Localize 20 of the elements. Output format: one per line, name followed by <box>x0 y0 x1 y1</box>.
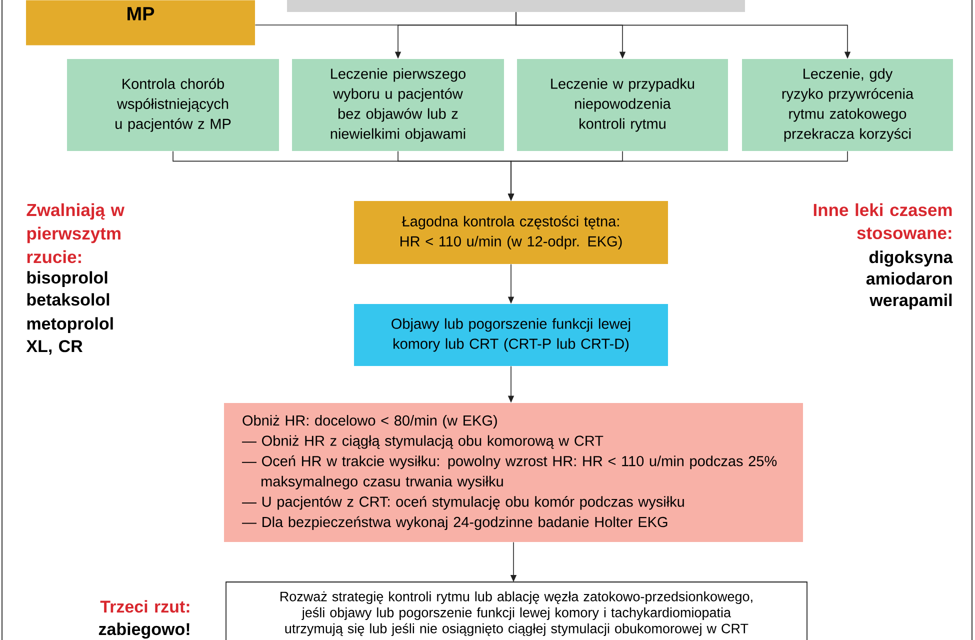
category-box: Leczenie, gdy ryzyko przywrócenia rytmu zatokowego przekracza korzyści <box>742 59 953 151</box>
drug-name: bisoprolol <box>27 271 108 288</box>
process-box: Objawy lub pogorszenie funkcji lewej komory lub CRT (CRT-P lub CRT-D) <box>354 304 668 366</box>
drug-name: metoprolol XL, CR <box>26 317 113 355</box>
note-box: Obniż HR: docelowo < 80/min (w EKG) — Obniż HR z ciągłą stymulacją obu komorową w CRT — Oceń HR w trakcie wysiłku: powolny wzrost HR: HR < 110 u/min podczas 25% maksymalnego czasu trwania wysiłku — U pacjentów z CRT: oceń stymulację obu komór podczas wysiłku — Dla bezpieczeństwa wykonaj 24-godzinne badanie Holter EKG <box>224 403 803 542</box>
process-box: Rozważ strategię kontroli rytmu lub ablację węzła zatokowo-przedsionkowego, jeśli objawy lub pogorszenie funkcji lewej komory i tachykardiomiopatia utrzymują się lub jeśli nie osiągnięto ciągłej stymulacji obukomorowej w CRT <box>226 582 808 640</box>
header-box <box>287 0 745 12</box>
process-box: Łagodna kontrola częstości tętna: HR < 110 u/min (w 12-odpr. EKG) <box>354 201 668 264</box>
side-heading: Trzeci rzut: <box>100 600 190 613</box>
category-box: Leczenie w przypadku niepowodzenia kontroli rytmu <box>517 59 728 151</box>
drug-name: amiodaron <box>866 272 952 285</box>
side-heading: Zwalniają w pierwszytm rzucie: <box>26 203 124 264</box>
drug-name: digoksyna <box>869 250 953 267</box>
side-note: zabiegowo! <box>98 622 190 639</box>
header-box: MP <box>26 0 255 46</box>
category-box: Leczenie pierwszego wyboru u pacjentów bez objawów lub z niewielkimi objawami <box>292 59 504 151</box>
drug-name: werapamil <box>870 294 952 310</box>
side-heading: Inne leki czasem stosowane: <box>814 203 952 240</box>
category-box: Kontrola chorób współistniejących u pacjentów z MP <box>67 59 279 151</box>
drug-name: betaksolol <box>27 293 110 306</box>
